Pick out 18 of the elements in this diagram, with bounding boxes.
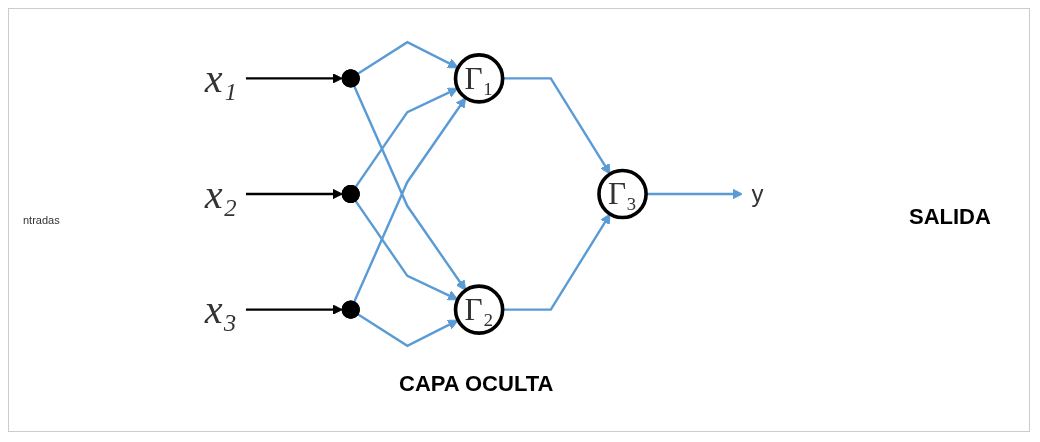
arrow <box>646 188 743 200</box>
arrow <box>357 313 459 348</box>
arrow <box>354 87 459 188</box>
node-circle: Γ₁ <box>453 53 505 104</box>
arrow <box>245 304 343 315</box>
node-circle: Γ₂ <box>453 284 505 335</box>
node-circle: Γ₃ <box>597 168 648 220</box>
node-text: x₁ <box>204 56 237 101</box>
output-label: SALIDA <box>909 204 991 230</box>
node-text: y <box>751 180 764 208</box>
hidden-layer-label: CAPA OCULTA <box>399 371 554 397</box>
node-text: x₂ <box>204 171 237 217</box>
node-text: x₃ <box>204 287 237 332</box>
arrow <box>245 73 343 84</box>
arrow <box>357 40 459 75</box>
arrow <box>354 200 459 301</box>
inputs-label: ntradas <box>23 214 60 226</box>
arrow <box>245 188 343 200</box>
